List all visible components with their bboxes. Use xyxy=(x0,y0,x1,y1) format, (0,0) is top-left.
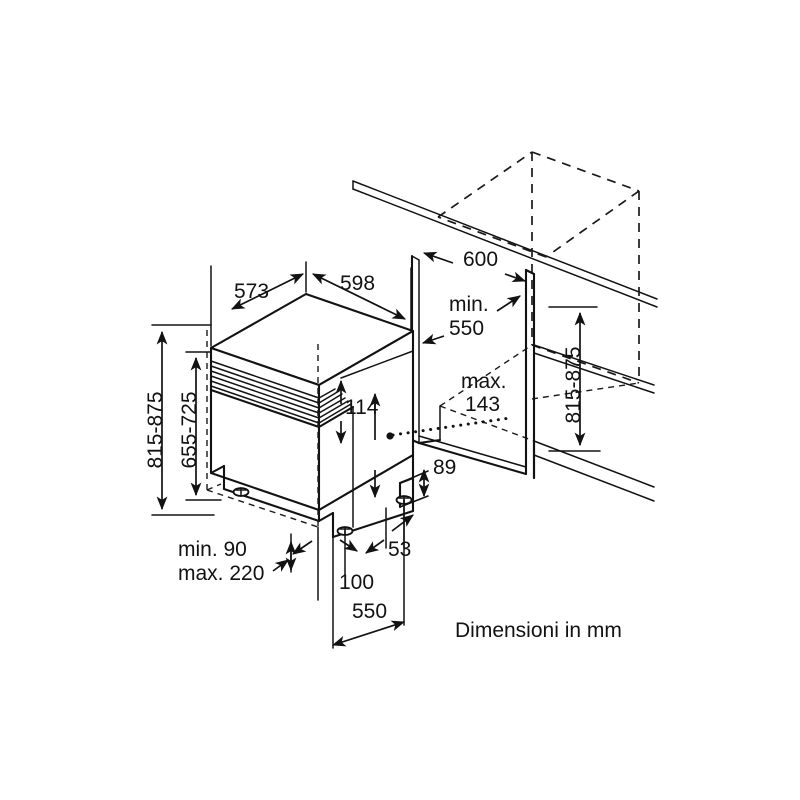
max143-leader xyxy=(386,416,512,440)
arrow-53-right xyxy=(391,514,414,532)
label-max-220: max. 220 xyxy=(178,562,264,585)
arrow-598 xyxy=(311,273,407,320)
lower-floor-slab xyxy=(533,440,655,502)
dishwasher-body xyxy=(206,292,415,539)
leader-min90 xyxy=(272,559,289,572)
label-815-875-left: 815-875 xyxy=(144,391,167,468)
label-89: 89 xyxy=(433,456,456,479)
label-598: 598 xyxy=(340,272,375,295)
label-niche-depth-min-prefix: min. xyxy=(449,293,489,316)
label-655-725: 655-725 xyxy=(178,391,201,468)
dimension-arrows xyxy=(156,251,586,647)
label-min-90: min. 90 xyxy=(178,538,247,561)
arrow-550-min-right xyxy=(496,295,521,312)
arrow-100-right xyxy=(339,539,358,552)
upper-worktop xyxy=(352,180,658,308)
label-plinth-max-value: 143 xyxy=(465,393,500,416)
arrow-53-left xyxy=(365,539,385,554)
label-573: 573 xyxy=(234,280,269,303)
label-550-base: 550 xyxy=(352,600,387,623)
caption-dimensions-in-mm: Dimensioni in mm xyxy=(455,619,622,642)
label-600: 600 xyxy=(463,248,498,271)
label-niche-depth-min-value: 550 xyxy=(449,317,484,340)
label-plinth-max-prefix: max. xyxy=(461,370,507,393)
max143-anchor-dot xyxy=(386,432,394,440)
label-114: 114 xyxy=(345,396,379,419)
arrow-600-right xyxy=(504,271,527,283)
appliance-foot-left xyxy=(232,487,250,497)
label-100: 100 xyxy=(339,571,374,594)
cabinet-niche-dashed xyxy=(437,151,640,442)
mid-slab xyxy=(533,344,655,394)
label-53: 53 xyxy=(388,538,411,561)
arrow-550-min-left xyxy=(421,333,445,345)
label-815-875-right: 815-875 xyxy=(562,346,585,423)
arrow-573 xyxy=(230,273,305,310)
arrow-550-base xyxy=(331,620,406,647)
dimension-labels: 573 598 815-875 655-725 114 600 min. 550… xyxy=(144,248,622,642)
arrow-600-left xyxy=(422,251,454,264)
